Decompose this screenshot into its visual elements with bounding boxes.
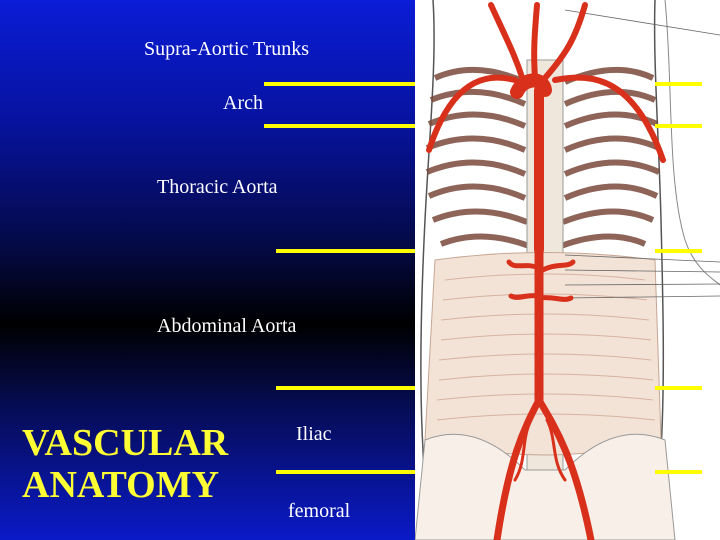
pointer-line-abdominal-right xyxy=(655,386,702,390)
pointer-line-iliac-right xyxy=(655,470,702,474)
pelvis xyxy=(415,433,676,540)
subclavian-left xyxy=(426,74,518,153)
label-supra-aortic-trunks: Supra-Aortic Trunks xyxy=(144,38,310,60)
arteries xyxy=(426,2,666,540)
subclavian-right xyxy=(552,74,666,163)
internal-iliac-left xyxy=(513,418,533,482)
label-thoracic-aorta: Thoracic Aorta xyxy=(157,176,278,198)
pointer-line-thoracic-left xyxy=(276,249,415,253)
supra-aortic-trunk-left xyxy=(488,2,526,83)
renal-left xyxy=(508,293,542,300)
renal-right xyxy=(536,295,574,302)
pointer-line-abdominal-left xyxy=(276,386,415,390)
label-iliac: Iliac xyxy=(296,423,332,445)
label-abdominal-aorta: Abdominal Aorta xyxy=(157,315,297,337)
pointer-line-arch-right xyxy=(655,124,702,128)
pointer-line-arch-left xyxy=(264,124,415,128)
vascular-anatomy-illustration xyxy=(415,0,720,540)
arm-outline xyxy=(664,0,720,286)
pointer-line-iliac-left xyxy=(276,470,415,474)
title-line-2: ANATOMY xyxy=(22,464,220,506)
pointer-line-supra-aortic-right xyxy=(655,82,702,86)
slide-title: VASCULAR ANATOMY xyxy=(22,422,228,506)
internal-iliac-right xyxy=(545,418,567,482)
supra-aortic-trunk-right xyxy=(542,2,588,81)
label-arch: Arch xyxy=(223,92,263,114)
celiac-branch-right xyxy=(536,259,576,275)
iliac-right xyxy=(535,396,595,540)
celiac-branch-left xyxy=(506,259,542,271)
title-line-1: VASCULAR xyxy=(22,422,229,464)
pointer-line-thoracic-right xyxy=(655,249,702,253)
supra-aortic-trunk-mid xyxy=(531,2,540,81)
reference-lines xyxy=(564,9,720,299)
iliac-left xyxy=(493,396,543,540)
aortic-arch xyxy=(510,73,552,99)
label-femoral: femoral xyxy=(288,500,351,522)
pointer-line-supra-aortic-left xyxy=(264,82,415,86)
